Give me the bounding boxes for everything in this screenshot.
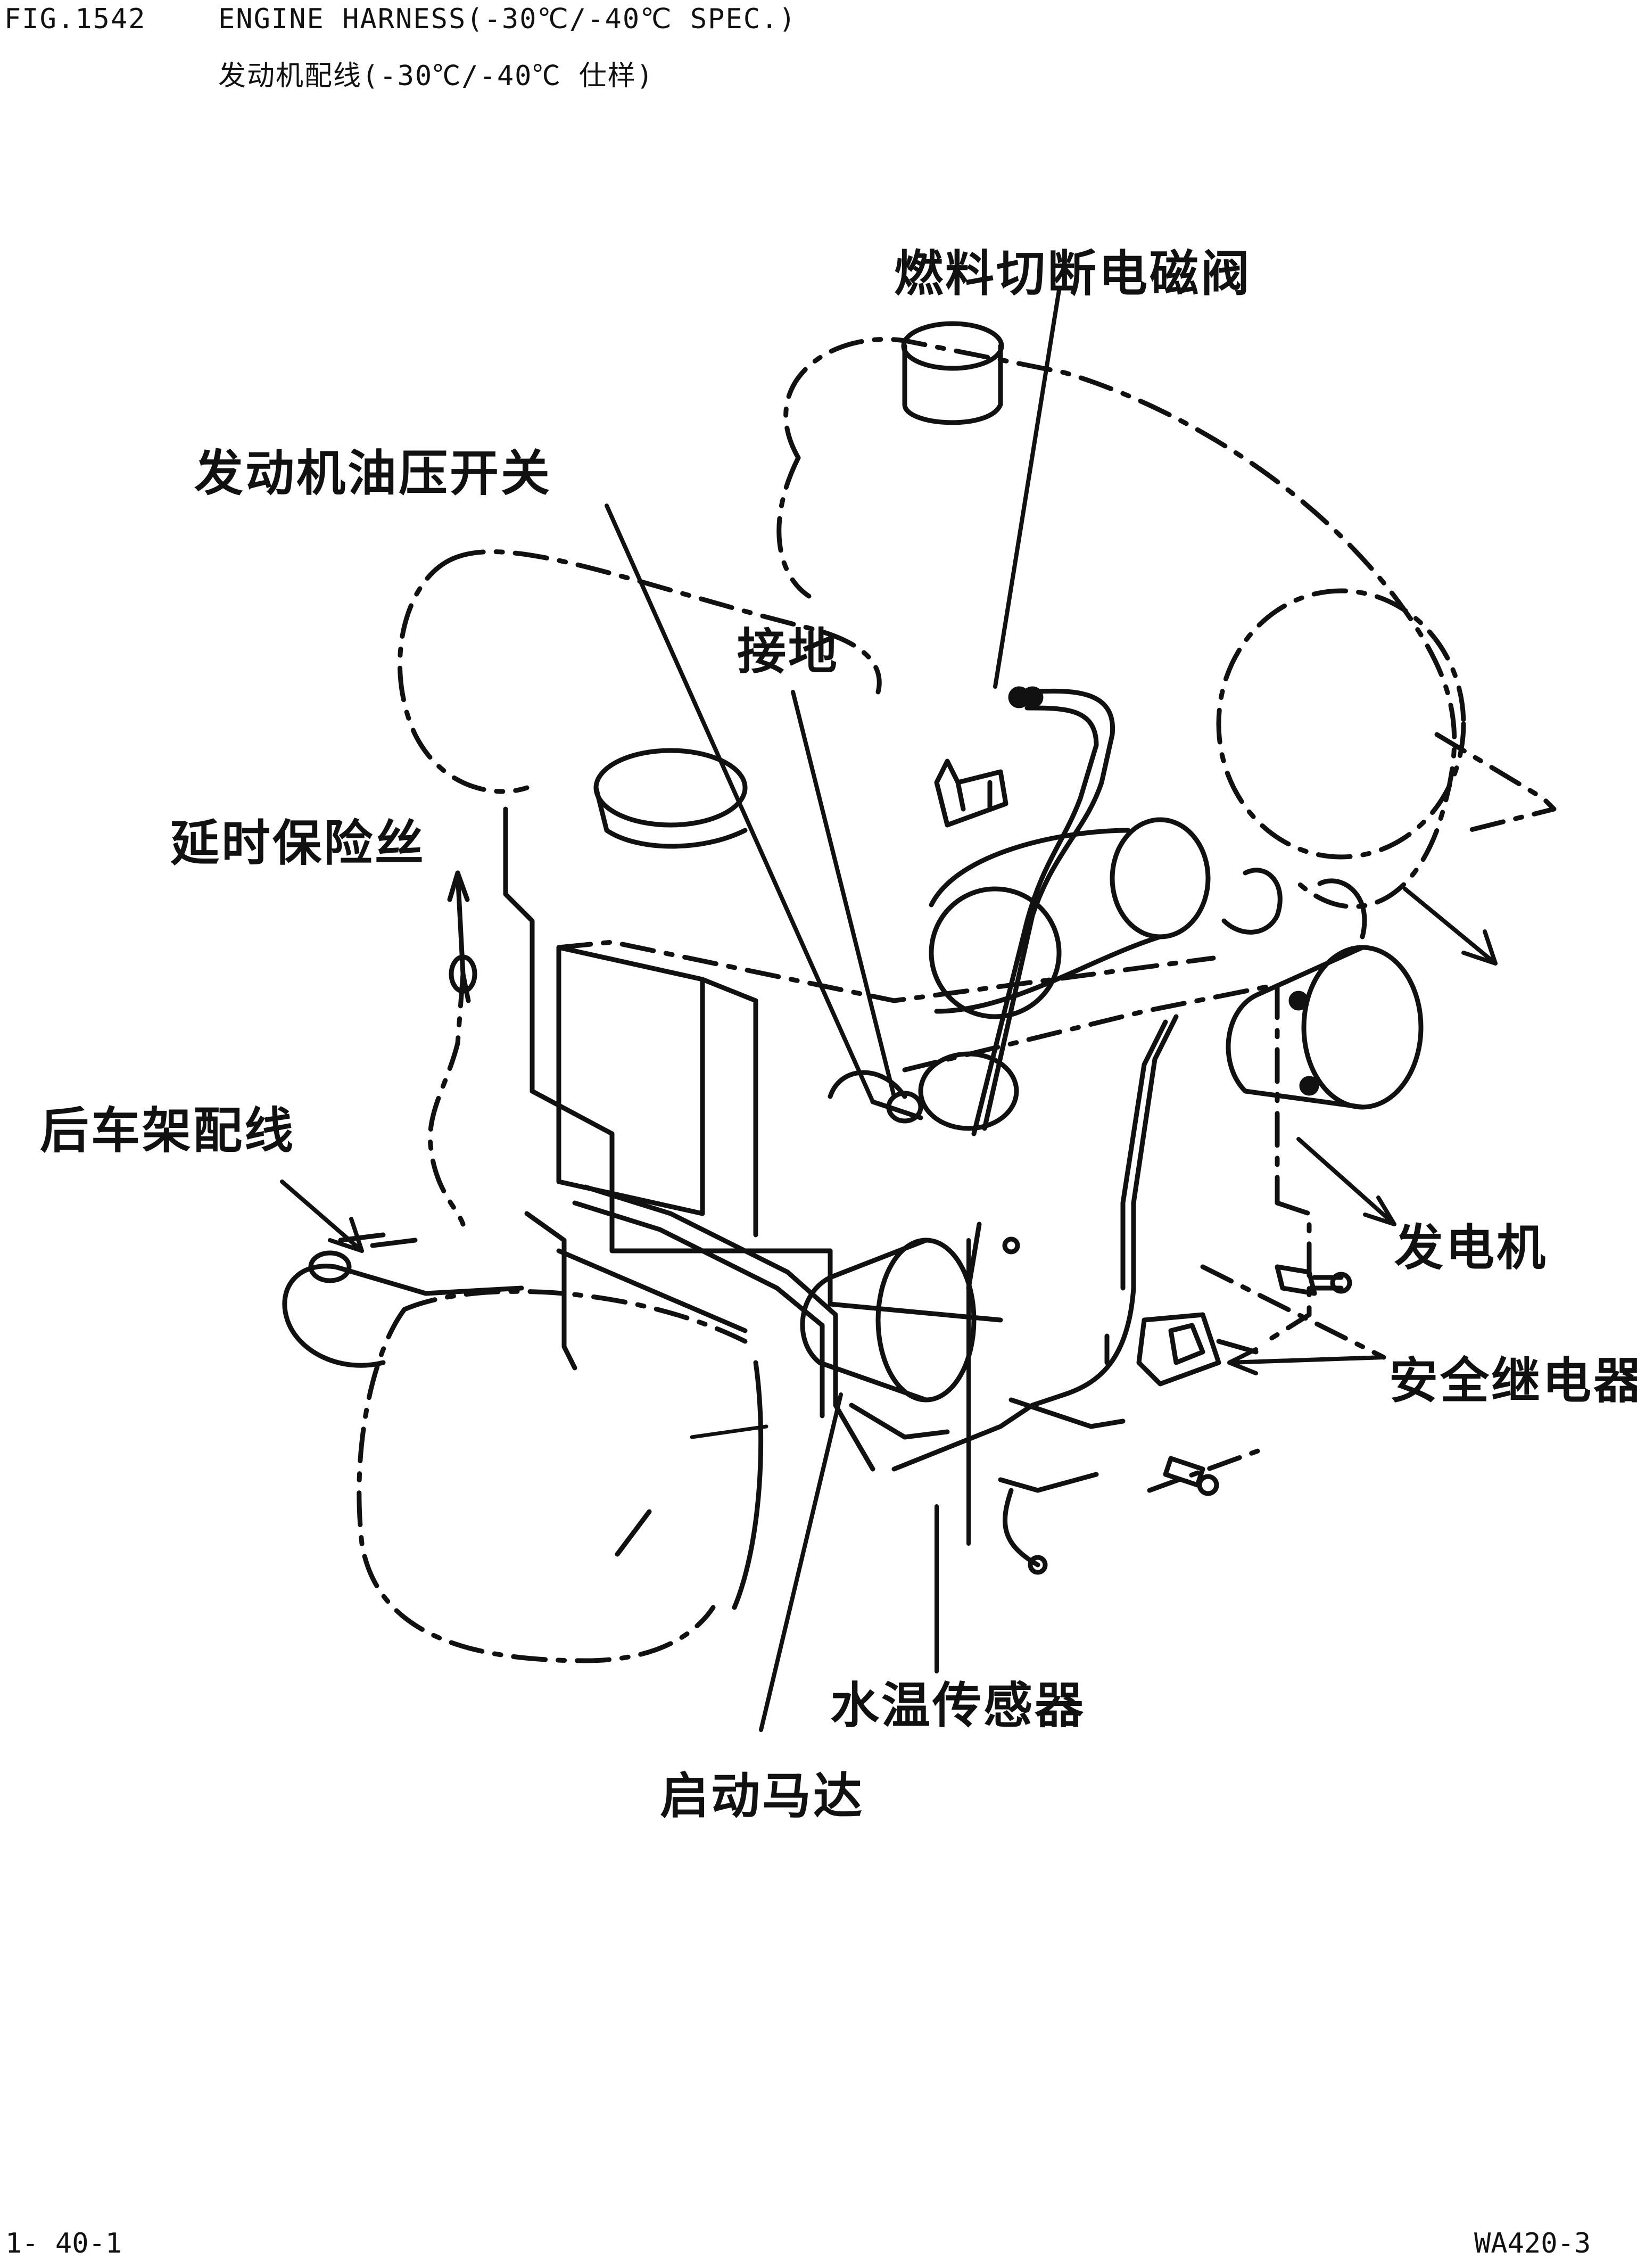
bolt-upper (1275, 1264, 1352, 1296)
slow-blow-fuse (428, 870, 477, 1227)
label-rear-frame-harness: 后车架配线 (40, 1102, 296, 1159)
label-oil-pressure-switch: 发动机油压开关 (194, 444, 552, 502)
safety-relay-drawing (1136, 1312, 1259, 1387)
rear-frame-harness-connector (282, 1232, 524, 1368)
page-number: 1- 40-1 (5, 2228, 122, 2259)
label-alternator: 发电机 (1394, 1219, 1548, 1276)
engine-block (503, 806, 1386, 1493)
label-ground: 接地 (737, 623, 840, 680)
figure-title-english: ENGINE HARNESS(-30℃/-40℃ SPEC.) (218, 3, 797, 35)
muffler-outline (397, 549, 882, 849)
label-starting-motor: 启动马达 (660, 1767, 865, 1825)
air-cleaner-outline (776, 321, 1557, 909)
label-safety-relay: 安全继电器 (1389, 1352, 1637, 1409)
figure-number: FIG.1542 (4, 3, 146, 35)
label-slow-blow-fuse: 延时保险丝 (170, 814, 426, 872)
figure-title-chinese: 发动机配线(-30℃/-40℃ 仕样) (218, 60, 655, 92)
label-water-temp-sensor: 水温传感器 (830, 1677, 1086, 1734)
oil-pressure-switch-drawing (870, 1091, 923, 1124)
starting-motor-drawing (800, 1238, 977, 1440)
bolt-lower (1163, 1456, 1219, 1496)
wiring-harness (524, 686, 1179, 1575)
model-code: WA420-3 (1474, 2228, 1591, 2259)
fuel-cut-solenoid-drawing (934, 758, 1008, 828)
alternator-drawing (1226, 945, 1424, 1110)
label-fuel-cut-solenoid: 燃料切断电磁阀 (894, 245, 1252, 302)
turbocharger (828, 817, 1367, 1131)
leader-lines (280, 288, 1498, 1732)
